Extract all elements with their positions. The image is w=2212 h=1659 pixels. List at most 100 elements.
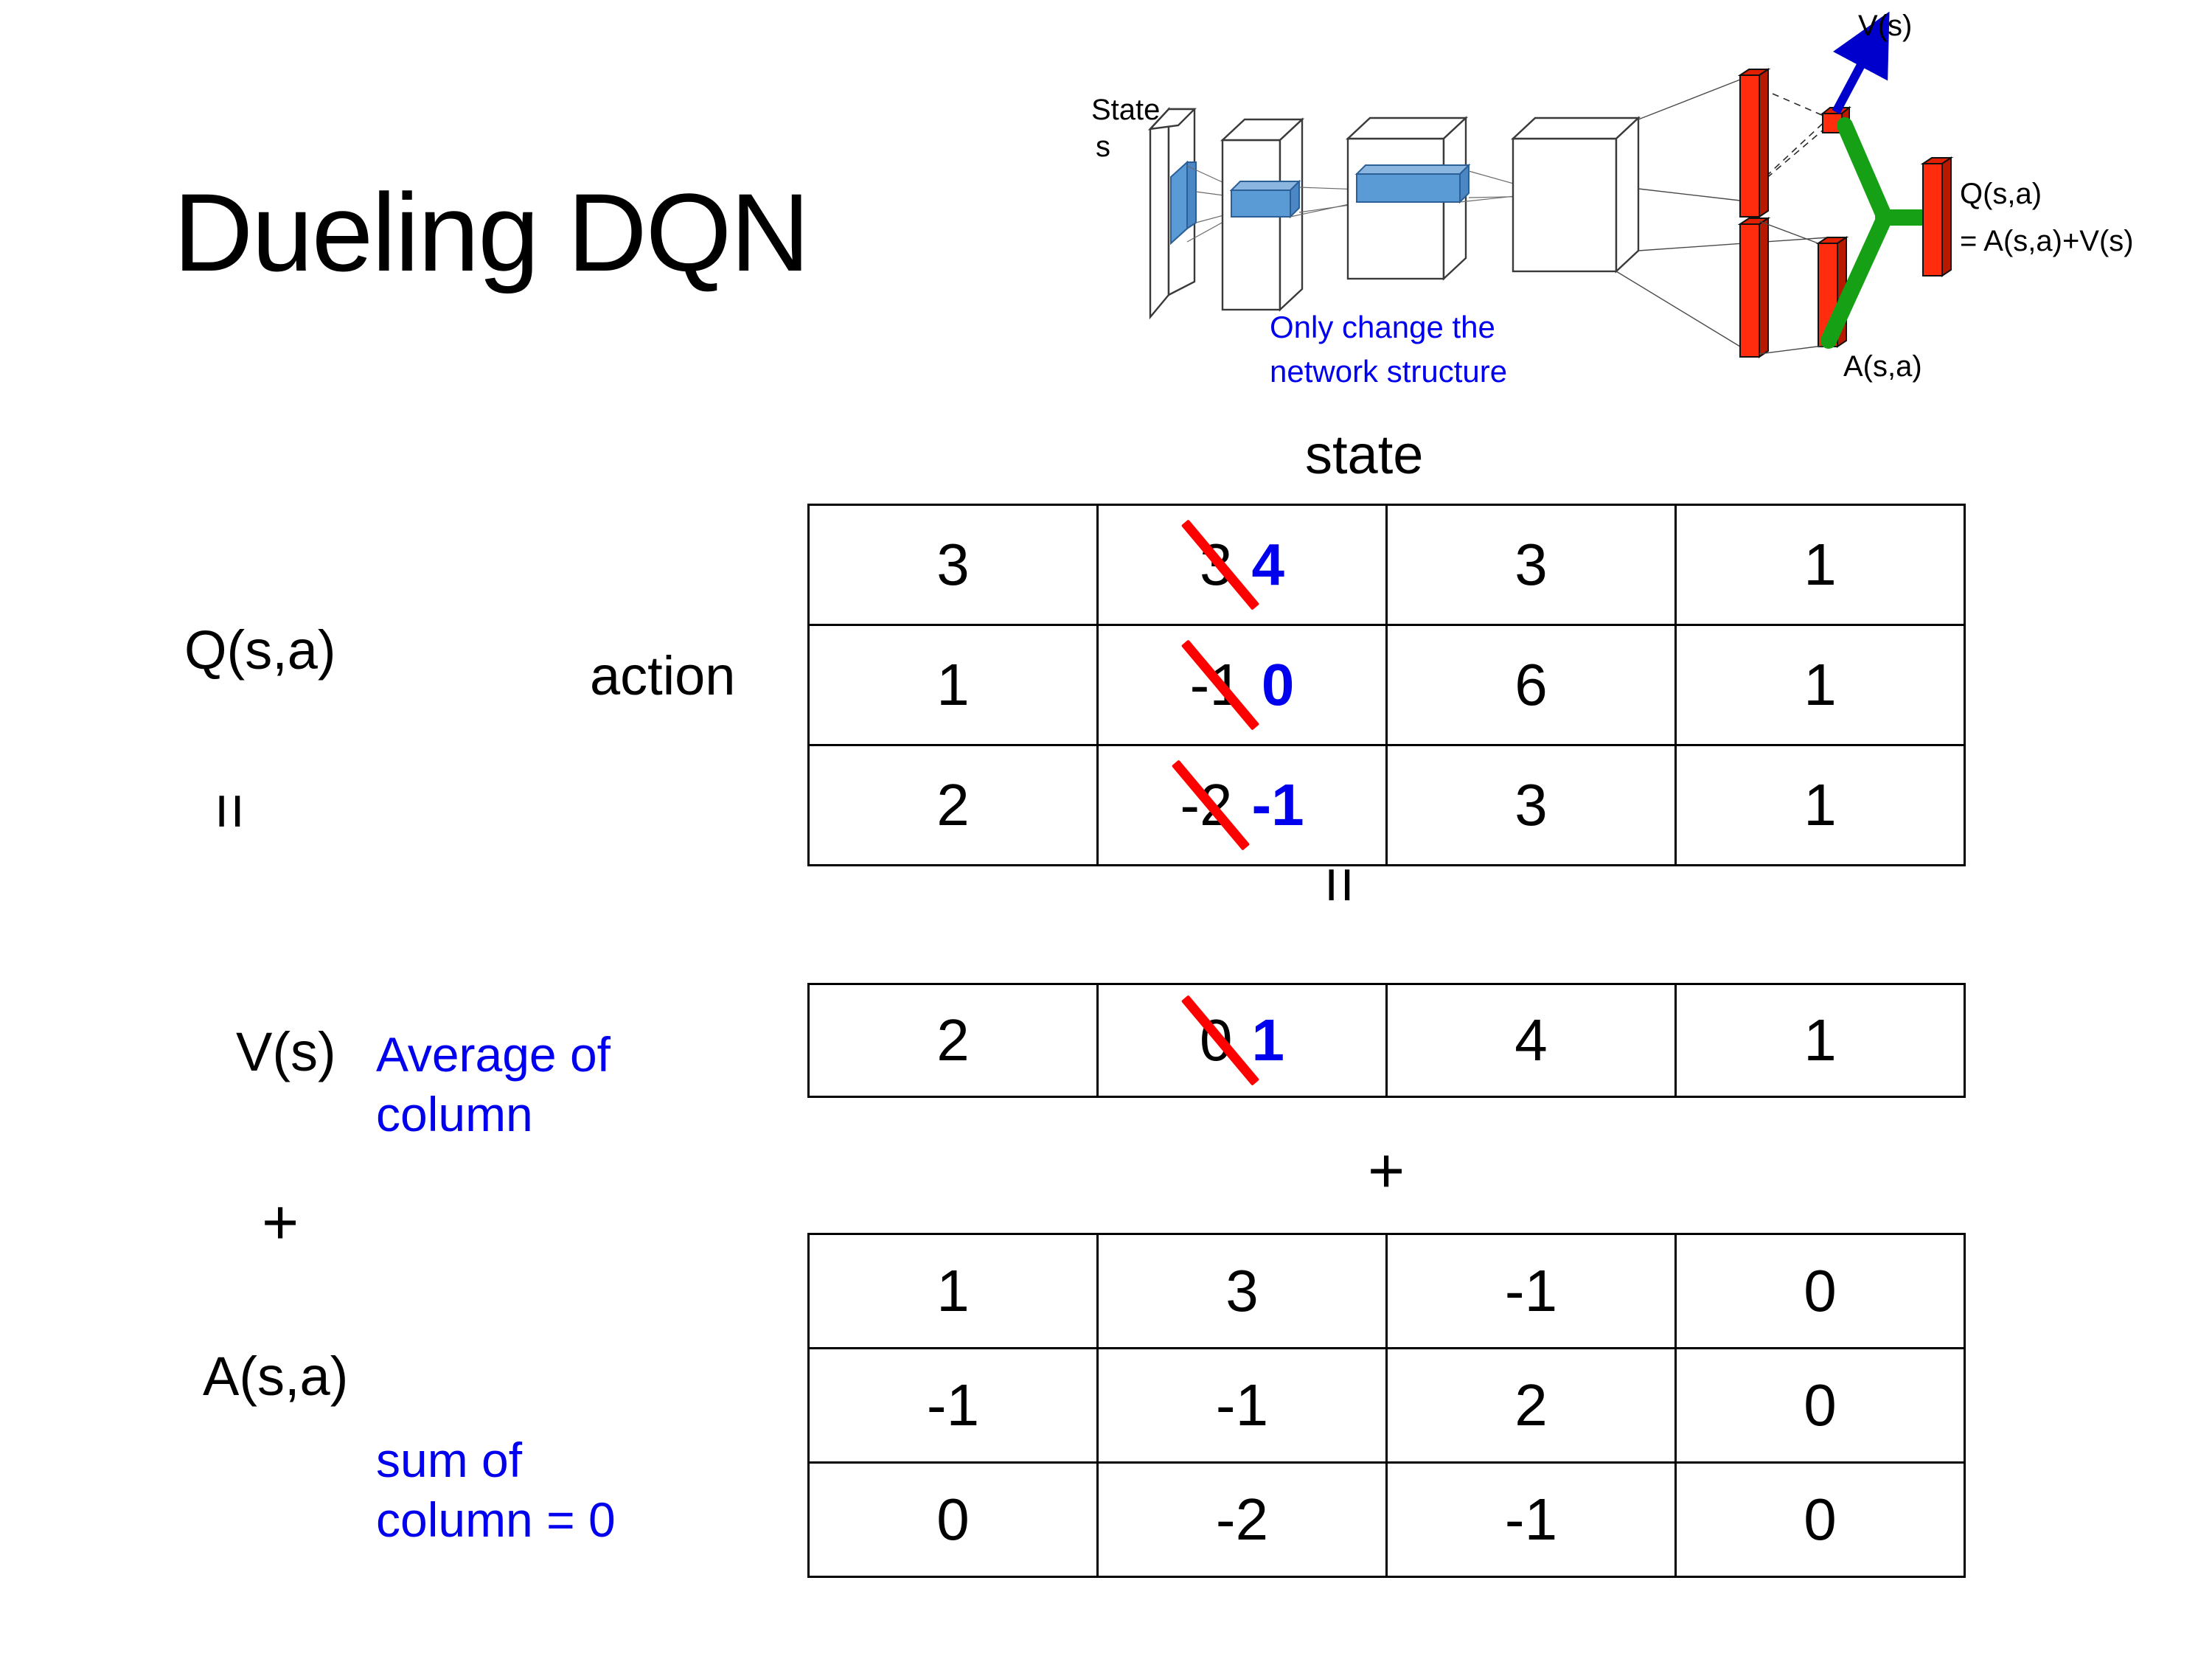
table-cell: 2 — [807, 983, 1099, 1098]
advantage-stream-bar-icon — [1737, 217, 1771, 358]
table-cell: -1 — [807, 1347, 1099, 1464]
corrected-value: 4 — [1251, 532, 1285, 597]
table-cell: 0 — [1674, 1233, 1966, 1349]
struck-value: -1 — [1181, 639, 1260, 731]
equals-operator-middle: = — [1304, 866, 1375, 904]
average-of-column-annotation: Average of column — [376, 1027, 611, 1141]
cell-value: 1 — [1804, 532, 1837, 597]
cell-value: 2 — [936, 1007, 970, 1073]
table-cell: -2-1 — [1096, 744, 1388, 866]
cell-value: 3 — [1225, 1258, 1259, 1324]
sum-of-column-annotation: sum of column = 0 — [376, 1433, 616, 1547]
a-value-table: 1 3 -1 0 -1 -1 2 0 0 -2 -1 0 — [807, 1233, 1966, 1578]
table-cell: -2 — [1096, 1461, 1388, 1578]
table-cell: 1 — [1674, 983, 1966, 1098]
table-cell: 0 — [1674, 1461, 1966, 1578]
cell-value: 1 — [936, 1258, 970, 1324]
a-function-label: A(s,a) — [203, 1346, 349, 1407]
table-cell: 1 — [807, 624, 1099, 746]
table-cell: 3 — [1096, 1233, 1388, 1349]
plus-operator-left: + — [262, 1187, 299, 1258]
struck-value: -2 — [1171, 759, 1251, 851]
strikethrough-icon — [1181, 519, 1260, 611]
equals-operator-left: = — [195, 793, 265, 830]
diagram-state-sublabel: s — [1096, 131, 1110, 163]
conv-feature-2-icon — [1354, 163, 1471, 204]
table-cell: 2 — [1385, 1347, 1677, 1464]
table-cell: 1 — [1674, 504, 1966, 626]
diagram-q-label: Q(s,a) — [1960, 178, 2042, 210]
corrected-value: -1 — [1251, 772, 1304, 838]
q-function-label: Q(s,a) — [184, 619, 336, 681]
diagram-q-formula: = A(s,a)+V(s) — [1960, 225, 2134, 257]
cell-value: 3 — [1514, 532, 1548, 597]
table-cell: 1 — [1674, 744, 1966, 866]
table-row: 0 -2 -1 0 — [807, 1461, 1966, 1578]
conv-block-3-icon — [1510, 116, 1641, 274]
cell-value: 0 — [1804, 1258, 1837, 1324]
cell-value: 3 — [936, 532, 970, 597]
struck-value: 3 — [1181, 519, 1260, 611]
cell-value: 1 — [1804, 772, 1837, 838]
cell-value: -1 — [926, 1372, 980, 1438]
cell-value: 0 — [1804, 1372, 1837, 1438]
state-axis-label: state — [1305, 424, 1424, 485]
cell-value: -1 — [1215, 1372, 1269, 1438]
value-stream-bar-icon — [1737, 68, 1771, 218]
table-cell: 2 — [807, 744, 1099, 866]
cell-value: -2 — [1215, 1486, 1269, 1552]
cell-value: 1 — [1804, 1007, 1837, 1073]
cell-value: 2 — [936, 772, 970, 838]
cell-value: 0 — [1804, 1486, 1837, 1552]
cell-value: -1 — [1504, 1258, 1558, 1324]
table-cell: 6 — [1385, 624, 1677, 746]
table-row: -1 -1 2 0 — [807, 1347, 1966, 1464]
struck-value: 0 — [1181, 995, 1260, 1086]
diagram-note-line1: Only change the — [1270, 310, 1495, 344]
dueling-network-diagram: State s V(s) A(s,a) Q(s,a) = A(s,a)+V(s)… — [1091, 7, 2212, 406]
table-row: 2 -2-1 3 1 — [807, 744, 1966, 866]
cell-value: 2 — [1514, 1372, 1548, 1438]
input-plane-icon — [1147, 106, 1197, 320]
page-title: Dueling DQN — [173, 170, 810, 294]
cell-value: 1 — [936, 652, 970, 717]
strikethrough-icon — [1181, 995, 1260, 1086]
conv-block-1-icon — [1220, 117, 1305, 312]
table-cell: 4 — [1385, 983, 1677, 1098]
table-cell: 3 — [1385, 504, 1677, 626]
receptive-field-icon — [1170, 160, 1197, 246]
table-cell: 0 — [807, 1461, 1099, 1578]
table-cell: -1 — [1385, 1461, 1677, 1578]
conv-block-2-icon — [1345, 116, 1469, 281]
diagram-v-label: V(s) — [1858, 10, 1912, 42]
table-cell: 1 — [1674, 624, 1966, 746]
diagram-note-line2: network structure — [1270, 354, 1507, 389]
strikethrough-icon — [1171, 759, 1251, 851]
cell-value: 4 — [1514, 1007, 1548, 1073]
strikethrough-icon — [1181, 639, 1260, 731]
table-cell: -1 — [1385, 1233, 1677, 1349]
corrected-value: 0 — [1261, 652, 1295, 717]
table-row: 1 3 -1 0 — [807, 1233, 1966, 1349]
cell-value: 3 — [1514, 772, 1548, 838]
action-axis-label: action — [590, 645, 736, 706]
corrected-value: 1 — [1251, 1007, 1285, 1073]
q-output-bar-icon — [1920, 156, 1954, 277]
cell-value: -1 — [1504, 1486, 1558, 1552]
cell-value: 0 — [936, 1486, 970, 1552]
cell-value: 6 — [1514, 652, 1548, 717]
diagram-state-label: State — [1091, 94, 1160, 126]
v-function-label: V(s) — [236, 1021, 336, 1082]
table-cell: -1 — [1096, 1347, 1388, 1464]
conv-feature-1-icon — [1229, 179, 1301, 219]
plus-operator-middle: + — [1368, 1135, 1405, 1206]
table-cell: 1 — [807, 1233, 1099, 1349]
